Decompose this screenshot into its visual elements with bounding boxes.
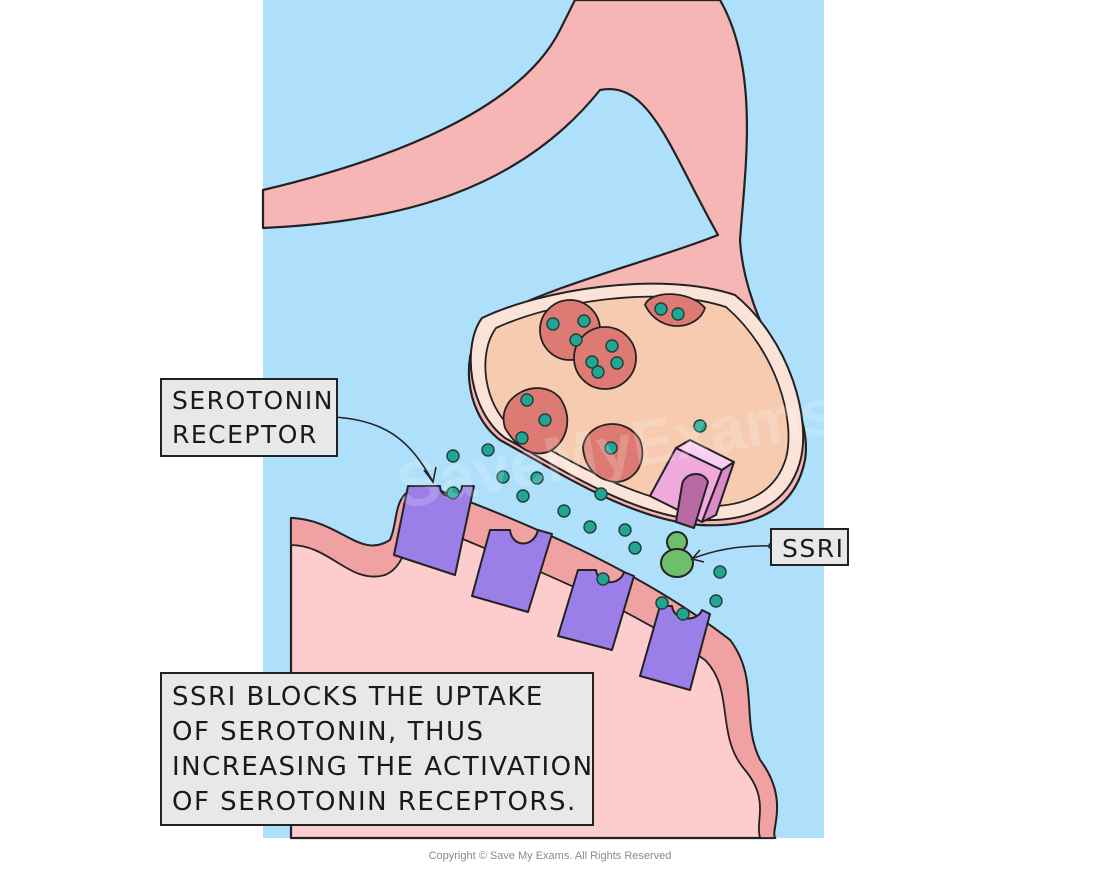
serotonin-molecule: [596, 572, 610, 586]
serotonin-receptor: [471, 529, 553, 613]
serotonin-receptor-label-line-2: RECEPTOR: [172, 420, 318, 449]
serotonin-molecule: [591, 365, 605, 379]
serotonin-molecule: [577, 314, 591, 328]
serotonin-molecule: [496, 470, 510, 484]
serotonin-molecule: [628, 541, 642, 555]
caption-line-4: OF SEROTONIN RECEPTORS.: [172, 787, 577, 817]
ssri-label: SSRI: [770, 528, 849, 566]
caption-line-3: INCREASING THE ACTIVATION: [172, 752, 594, 782]
serotonin-receptor-label: SEROTONIN RECEPTOR: [160, 378, 338, 457]
serotonin-molecule: [618, 523, 632, 537]
serotonin-molecule: [594, 487, 608, 501]
serotonin-molecule: [676, 607, 690, 621]
serotonin-molecule: [713, 565, 727, 579]
serotonin-receptor: [639, 605, 711, 691]
synaptic-vesicles: [502, 293, 707, 483]
serotonin-molecule: [655, 596, 669, 610]
serotonin-molecules-stored: [520, 302, 707, 455]
reuptake-transporter: [649, 439, 735, 529]
serotonin-molecule: [446, 486, 460, 500]
caption-line-1: SSRI BLOCKS THE UPTAKE: [172, 682, 544, 712]
serotonin-molecule: [585, 355, 599, 369]
vesicle: [573, 326, 637, 390]
serotonin-molecule: [516, 489, 530, 503]
serotonin-molecule: [604, 441, 618, 455]
caption-line-2: OF SEROTONIN, THUS: [172, 717, 485, 747]
serotonin-receptors: [393, 485, 711, 691]
caption-box: SSRI BLOCKS THE UPTAKE OF SEROTONIN, THU…: [160, 672, 594, 826]
serotonin-molecule: [693, 419, 707, 433]
serotonin-molecule: [610, 356, 624, 370]
serotonin-molecule: [446, 449, 460, 463]
serotonin-receptor-label-line-1: SEROTONIN: [172, 386, 334, 415]
serotonin-molecule: [605, 339, 619, 353]
serotonin-molecules-cleft: [446, 431, 727, 621]
serotonin-molecule: [546, 317, 560, 331]
serotonin-molecule: [654, 302, 668, 316]
ssri-label-text: SSRI: [782, 534, 845, 563]
serotonin-molecule: [709, 594, 723, 608]
serotonin-molecule: [481, 443, 495, 457]
serotonin-molecule: [671, 307, 685, 321]
ssri-molecule: [660, 531, 694, 578]
serotonin-molecule: [583, 520, 597, 534]
serotonin-molecule: [557, 504, 571, 518]
serotonin-molecule: [569, 333, 583, 347]
serotonin-receptor: [557, 569, 635, 651]
serotonin-molecule: [530, 471, 544, 485]
serotonin-molecule: [538, 413, 552, 427]
copyright-notice: Copyright © Save My Exams. All Rights Re…: [428, 850, 672, 862]
serotonin-molecule: [515, 431, 529, 445]
serotonin-molecule: [520, 393, 534, 407]
